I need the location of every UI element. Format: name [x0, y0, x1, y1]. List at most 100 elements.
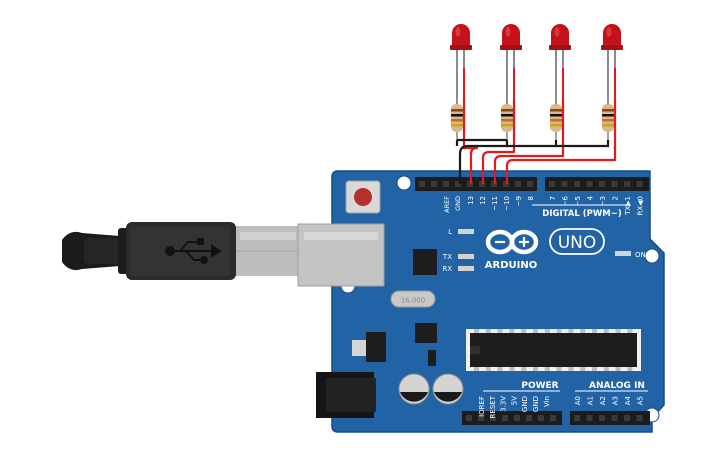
led-on-indicator [615, 251, 631, 256]
signal-wire[interactable] [462, 98, 479, 184]
header-pin-hole[interactable] [586, 415, 593, 421]
header-pin-hole[interactable] [443, 181, 449, 187]
label-on: ON [635, 251, 646, 259]
chip-pin [497, 367, 503, 371]
header-pin-hole[interactable] [550, 415, 556, 421]
header-pin-hole[interactable] [574, 181, 580, 187]
header-pin-hole[interactable] [611, 415, 618, 421]
header-pin-hole[interactable] [526, 415, 532, 421]
signal-wire[interactable] [481, 98, 516, 184]
microcontroller-chip [466, 329, 641, 371]
header-pin-hole[interactable] [549, 181, 555, 187]
header-pin-hole[interactable] [490, 415, 496, 421]
header-pin-hole[interactable] [538, 415, 544, 421]
chip-pin [615, 329, 621, 333]
digital-pin-label: 2 [612, 196, 620, 200]
header-pin-hole[interactable] [431, 181, 437, 187]
transistor [428, 350, 436, 366]
header-pin-hole[interactable] [636, 415, 643, 421]
analog-header [570, 411, 650, 425]
svg-text:16.000: 16.000 [401, 297, 426, 305]
header-pin-hole[interactable] [624, 415, 630, 421]
header-pin-hole[interactable] [624, 181, 630, 187]
header-pin-hole[interactable] [561, 181, 568, 187]
analog-pin-label: A2 [599, 396, 607, 405]
header-pin-hole[interactable] [455, 181, 461, 187]
header-pin-hole[interactable] [527, 181, 533, 187]
header-pin-hole[interactable] [599, 181, 605, 187]
chip-pin [509, 329, 515, 333]
red-led[interactable] [603, 24, 621, 48]
digital-header-right [545, 177, 649, 191]
header-pin-hole[interactable] [502, 415, 508, 421]
capacitor [398, 373, 430, 405]
uno-badge [549, 228, 605, 255]
power-label: POWER [521, 381, 558, 391]
header-pin-hole[interactable] [586, 181, 593, 187]
power-pin-label: Vin [543, 396, 551, 407]
led-tx-indicator [458, 254, 474, 259]
usb-chip [413, 249, 437, 275]
digital-pin-label: ~3 [599, 196, 607, 206]
arduino-logo-icon [485, 229, 539, 255]
chip-pin [627, 367, 633, 371]
digital-header-left [415, 177, 537, 191]
header-pin-hole[interactable] [574, 415, 580, 421]
signal-wire[interactable] [505, 98, 617, 184]
chip-pin [521, 329, 527, 333]
resistor[interactable] [451, 104, 463, 132]
ground-wire[interactable] [457, 138, 509, 184]
header-pin-hole[interactable] [515, 181, 521, 187]
chip-pin [627, 329, 633, 333]
chip-pin [485, 367, 491, 371]
digital-pin-label: 13 [467, 196, 475, 205]
chip-pin [592, 329, 597, 333]
red-led[interactable] [452, 24, 470, 48]
power-pin-label: 3.3V [500, 396, 508, 412]
chip-pin [603, 367, 609, 371]
digital-header-label: DIGITAL (PWM~) [542, 209, 622, 219]
header-pin-hole[interactable] [636, 181, 643, 187]
chip-pin [544, 329, 550, 333]
voltage-regulator-tab [352, 340, 370, 356]
chip-pin [474, 367, 479, 371]
ground-wire[interactable] [507, 140, 610, 148]
chip-pin [544, 367, 550, 371]
resistor[interactable] [602, 104, 614, 132]
header-pin-hole[interactable] [478, 415, 484, 421]
digital-pin-label: 8 [527, 196, 535, 200]
chip-pin [497, 329, 503, 333]
capacitor [432, 373, 464, 405]
power-header [462, 411, 562, 425]
label-tx: TX [442, 253, 452, 261]
header-pin-hole[interactable] [599, 415, 605, 421]
arduino-board[interactable]: 16.000 L TX RX ON [297, 170, 665, 433]
header-pin-hole[interactable] [611, 181, 618, 187]
usb-icon [165, 238, 222, 264]
chip-pin [556, 329, 562, 333]
chip-pin [603, 329, 609, 333]
analog-in-label: ANALOG IN [589, 381, 645, 391]
red-led[interactable] [551, 24, 569, 48]
digital-pin-label: ~9 [515, 196, 523, 206]
led-rx-indicator [458, 266, 474, 271]
resistor[interactable] [501, 104, 513, 132]
header-pin-hole[interactable] [466, 415, 472, 421]
header-pin-hole[interactable] [419, 181, 425, 187]
chip-pin [580, 367, 586, 371]
digital-pin-label: ~5 [574, 196, 582, 206]
chip-pin [592, 367, 597, 371]
header-pin-hole[interactable] [514, 415, 520, 421]
red-led[interactable] [502, 24, 520, 48]
digital-pin-label: ~10 [503, 196, 511, 211]
resistor[interactable] [550, 104, 562, 132]
digital-pin-label: 12 [479, 196, 487, 205]
power-pin-label: IOREF [478, 396, 486, 417]
usb-cable[interactable] [62, 222, 300, 280]
reset-button[interactable] [345, 180, 381, 214]
led-l-indicator [458, 229, 474, 234]
digital-pin-label: ~6 [562, 195, 570, 206]
chip-pin [568, 329, 574, 333]
signal-wire[interactable] [493, 98, 565, 184]
